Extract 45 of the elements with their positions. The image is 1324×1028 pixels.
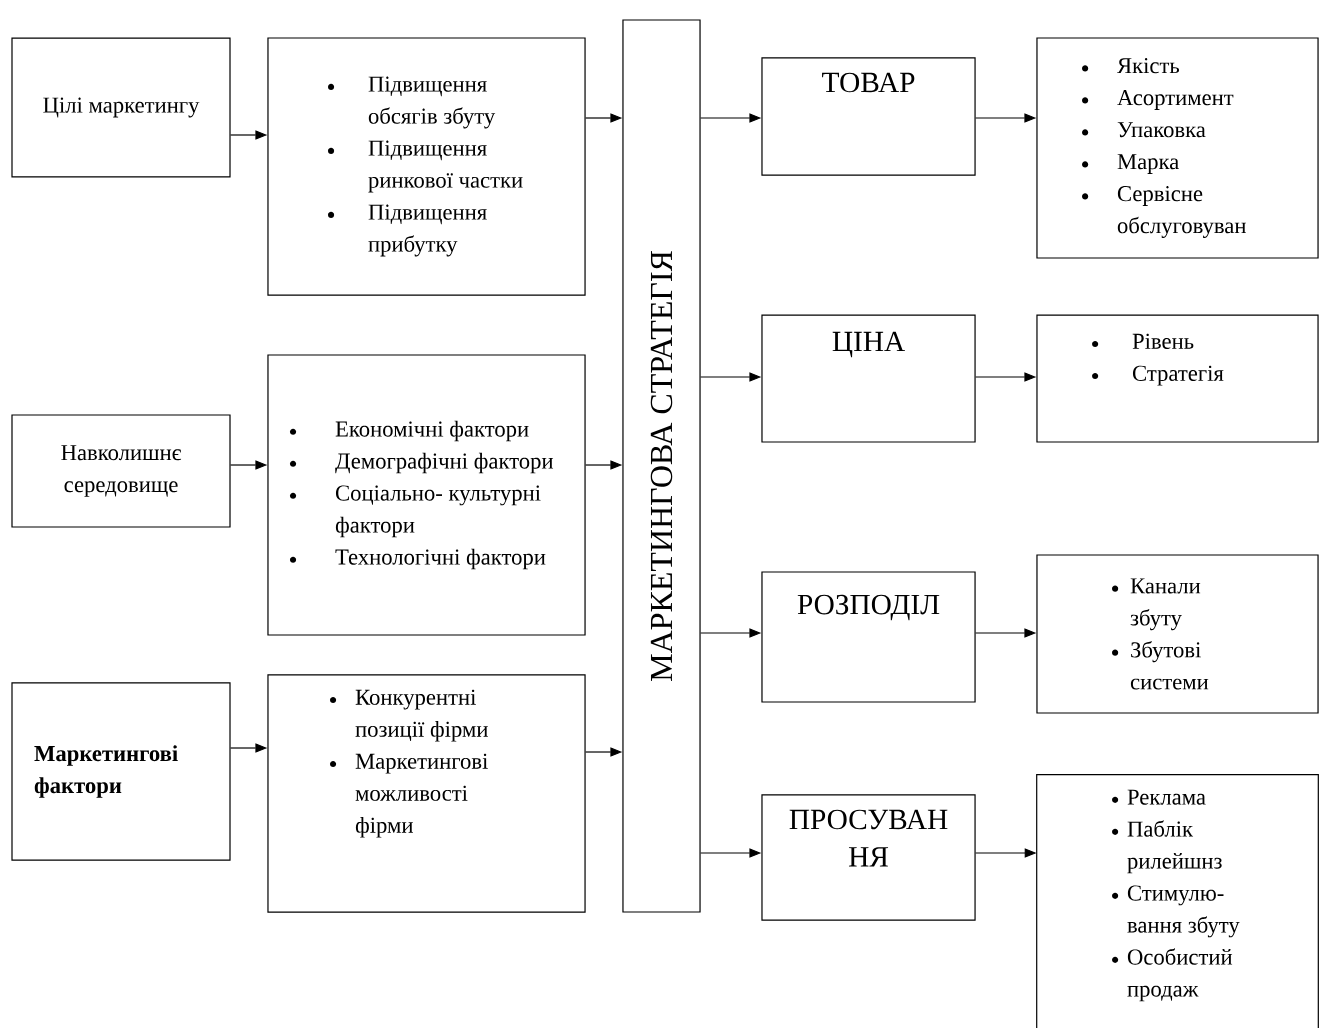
list-item: Демографічні фактори xyxy=(335,452,554,474)
list-item: Стимулю- вання збуту xyxy=(1127,885,1240,938)
list-box xyxy=(1036,37,1319,259)
list-item: Упаковка xyxy=(1117,122,1206,138)
process-box xyxy=(761,571,976,703)
list-item: Економічні фактори xyxy=(335,420,529,442)
list-item: Конкурентні позиції фірми xyxy=(355,689,488,742)
process-box xyxy=(11,37,231,178)
list-item: Особистий продаж xyxy=(1127,948,1233,1002)
list-item: Реклама xyxy=(1127,789,1206,805)
list-item: Паблік рилейшнз xyxy=(1127,820,1222,874)
process-box xyxy=(761,794,976,921)
box-label: РОЗПОДІЛ xyxy=(797,594,940,621)
list-item: Сервісне обслуговуван xyxy=(1117,186,1246,238)
list-box xyxy=(1036,774,1319,1028)
list-item: Підвищення обсягів збуту xyxy=(368,76,496,129)
list-box xyxy=(1036,554,1319,714)
list-item: Маркетингові можливості фірми xyxy=(355,753,488,838)
box-label: ЦІНА xyxy=(832,331,905,358)
box-label: Цілі маркетингу xyxy=(43,97,200,118)
process-box xyxy=(761,314,976,443)
list-item: Стратегія xyxy=(1132,365,1224,386)
list-box xyxy=(267,674,586,913)
box-label: Маркетингові фактори xyxy=(34,745,178,798)
box-label: ТОВАР xyxy=(822,72,915,93)
box-label: Навколишнє середовище xyxy=(61,445,182,497)
list-item: Асортимент xyxy=(1117,90,1234,110)
box-label: ПРОСУВАН НЯ xyxy=(789,809,948,867)
list-box xyxy=(267,37,586,296)
list-box xyxy=(1036,314,1319,443)
list-item: Марка xyxy=(1117,154,1179,174)
list-item: Рівень xyxy=(1132,333,1194,349)
list-item: Соціально- культурні фактори xyxy=(335,485,541,538)
list-item: Канали збуту xyxy=(1130,578,1201,631)
box-label: МАРКЕТИНГОВА СТРАТЕГІЯ xyxy=(650,251,673,681)
process-box xyxy=(11,414,231,528)
process-box xyxy=(11,682,231,861)
list-item: Підвищення прибутку xyxy=(368,204,487,257)
list-item: Підвищення ринкової частки xyxy=(368,140,523,193)
list-item: Якість xyxy=(1117,58,1180,74)
process-box xyxy=(761,57,976,176)
strategy-bar xyxy=(622,19,701,913)
list-box xyxy=(267,354,586,636)
list-item: Технологічні фактори xyxy=(335,548,546,570)
list-item: Збутові системи xyxy=(1130,641,1209,690)
